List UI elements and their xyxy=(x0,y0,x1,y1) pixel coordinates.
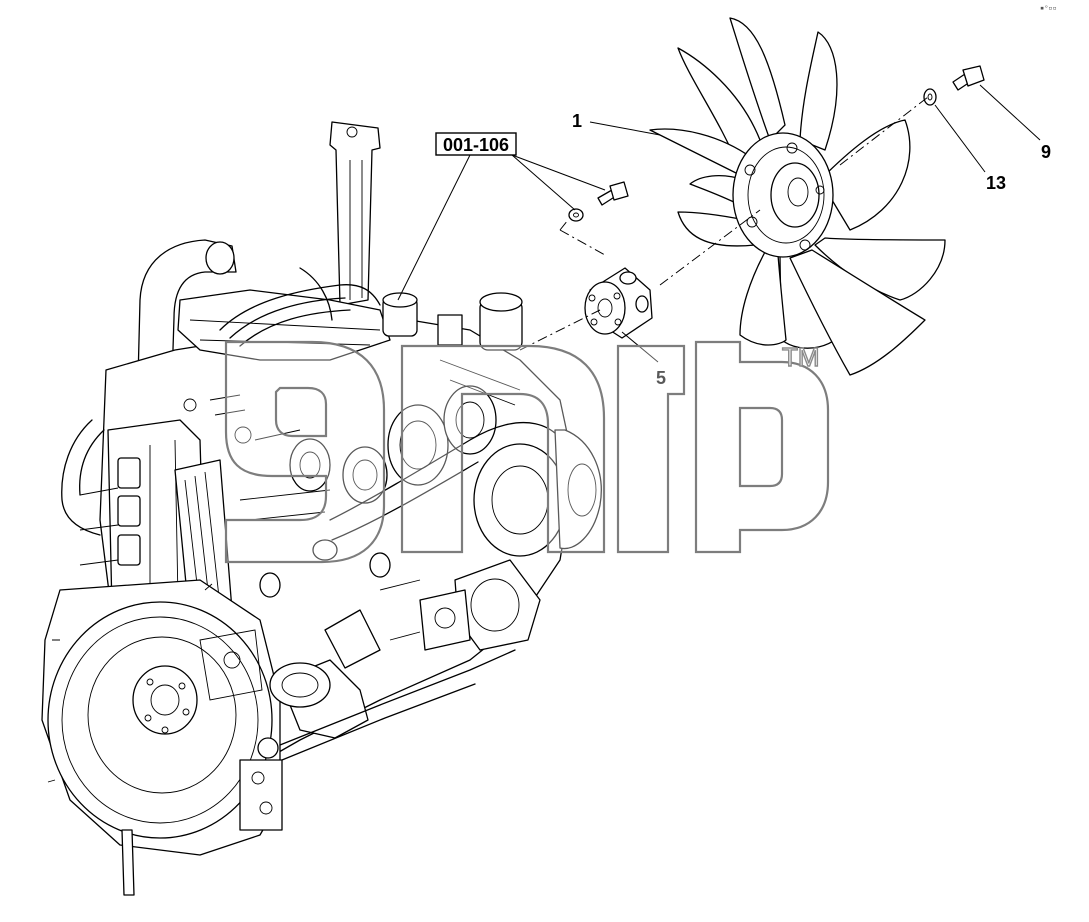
corner-mark: ▪ᵒ▫▫ xyxy=(1040,4,1057,12)
reference-label: 001-106 xyxy=(443,135,509,155)
ref-washer xyxy=(568,208,584,222)
callout-bolt: 9 xyxy=(1041,142,1051,162)
cooling-fan xyxy=(649,17,946,376)
ref-bolt xyxy=(597,181,629,206)
watermark-trademark: TM xyxy=(782,342,820,372)
ref-axis-centerline xyxy=(559,219,606,256)
leader-ref-bolt xyxy=(511,154,606,191)
fan-axis-centerline xyxy=(519,96,929,351)
reference-label-box[interactable]: 001-106 xyxy=(435,132,517,156)
callout-fan: 1 xyxy=(572,111,582,131)
leader-ref-washer xyxy=(511,154,576,211)
engine-assembly xyxy=(41,121,602,896)
leader-bolt xyxy=(979,84,1041,141)
fan-washer xyxy=(923,88,937,106)
watermark-logo: TM xyxy=(224,340,830,564)
callout-washer: 13 xyxy=(986,173,1006,193)
leader-ref-engine xyxy=(397,154,471,301)
leader-fan xyxy=(589,121,661,136)
fan-bolt xyxy=(952,65,985,91)
callout-hub: 5 xyxy=(656,368,666,388)
fan-hub-spacer xyxy=(584,267,653,339)
leader-washer xyxy=(934,104,986,173)
